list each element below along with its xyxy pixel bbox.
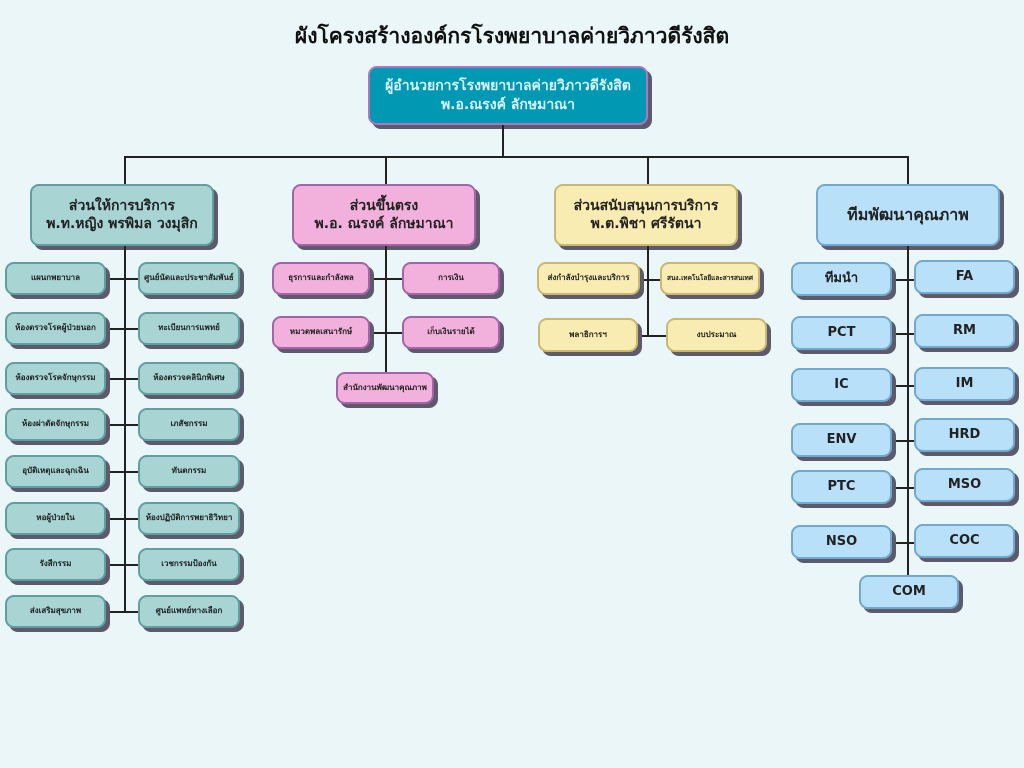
- quality-team-box: PTC: [791, 470, 892, 504]
- connector-line: [647, 246, 649, 336]
- connector-line: [385, 246, 387, 372]
- quality-team-box: NSO: [791, 525, 892, 559]
- quality-team-box: ทีมนำ: [791, 262, 892, 296]
- section-title: ส่วนสนับสนุนการบริการ: [573, 197, 719, 214]
- section-head-name: พ.ต.พิชา ศรีรัตนา: [590, 216, 702, 232]
- section-title: ทีมพัฒนาคุณภาพ: [847, 204, 969, 224]
- section-head-name: พ.ท.หญิง พรพิมล วงมุสิก: [46, 216, 198, 232]
- quality-team-box: ENV: [791, 423, 892, 457]
- connector-line: [106, 378, 138, 380]
- connector-line: [892, 279, 914, 281]
- unit-box: ห้องตรวจโรคจักษุกรรม: [5, 362, 106, 395]
- unit-box: ทะเบียนการแพทย์: [138, 312, 240, 345]
- section-title: ส่วนขึ้นตรง: [349, 197, 419, 214]
- quality-team-box: FA: [914, 260, 1015, 294]
- unit-box: เวชกรรมป้องกัน: [138, 548, 240, 581]
- connector-line: [106, 424, 138, 426]
- quality-team-box: MSO: [914, 468, 1015, 502]
- unit-box: หอผู้ป่วยใน: [5, 502, 106, 535]
- quality-team-box: IM: [914, 367, 1015, 401]
- connector-line: [106, 611, 138, 613]
- section-header-2: ส่วนสนับสนุนการบริการพ.ต.พิชา ศรีรัตนา: [554, 184, 738, 246]
- unit-box: เก็บเงินรายได้: [402, 316, 500, 349]
- unit-box: ธุรการและกำลังพล: [272, 262, 370, 295]
- unit-box: แผนกพยาบาล: [5, 262, 106, 295]
- connector-line: [907, 156, 909, 184]
- quality-team-box: COC: [914, 524, 1015, 558]
- quality-team-box: RM: [914, 314, 1015, 348]
- connector-line: [892, 487, 914, 489]
- unit-box: การเงิน: [402, 262, 500, 295]
- unit-box: ทันตกรรม: [138, 455, 240, 488]
- unit-box: ส่งกำลังบำรุงและบริการ: [537, 262, 640, 295]
- connector-line: [106, 518, 138, 520]
- quality-team-box: PCT: [791, 316, 892, 350]
- section-header-0: ส่วนให้การบริการพ.ท.หญิง พรพิมล วงมุสิก: [30, 184, 214, 246]
- unit-box: ห้องผ่าตัดจักษุกรรม: [5, 408, 106, 441]
- unit-box: อุบัติเหตุและฉุกเฉิน: [5, 455, 106, 488]
- connector-line: [502, 125, 504, 156]
- unit-box: รังสีกรรม: [5, 548, 106, 581]
- unit-box: สนง.เทคโนโลยีและสารสนเทศ: [660, 262, 760, 295]
- connector-line: [385, 156, 387, 184]
- connector-line: [124, 156, 908, 158]
- unit-box: ศูนย์นัดและประชาสัมพันธ์: [138, 262, 240, 295]
- unit-box: ส่งเสริมสุขภาพ: [5, 595, 106, 628]
- connector-line: [124, 246, 126, 611]
- unit-box: สำนักงานพัฒนาคุณภาพ: [336, 372, 434, 404]
- unit-box: ห้องตรวจโรคผู้ป่วยนอก: [5, 312, 106, 345]
- connector-line: [106, 564, 138, 566]
- connector-line: [892, 385, 914, 387]
- connector-line: [370, 278, 402, 280]
- unit-box: ห้องปฏิบัติการพยาธิวิทยา: [138, 502, 240, 535]
- director-name: พ.อ.ณรงค์ ลักษมาณา: [440, 96, 576, 113]
- connector-line: [124, 156, 126, 184]
- unit-box: งบประมาณ: [666, 318, 767, 352]
- director-box: ผู้อำนวยการโรงพยาบาลค่ายวิภาวดีรังสิต พ.…: [368, 66, 648, 125]
- connector-line: [647, 156, 649, 184]
- connector-line: [892, 333, 914, 335]
- section-header-1: ส่วนขึ้นตรงพ.อ. ณรงค์ ลักษมาณา: [292, 184, 476, 246]
- connector-line: [106, 278, 138, 280]
- unit-box: หมวดพลเสนารักษ์: [272, 316, 370, 349]
- unit-box: พลาธิการฯ: [538, 318, 638, 352]
- director-title: ผู้อำนวยการโรงพยาบาลค่ายวิภาวดีรังสิต: [385, 78, 631, 95]
- quality-team-box: HRD: [914, 418, 1015, 452]
- section-head-name: พ.อ. ณรงค์ ลักษมาณา: [314, 216, 454, 232]
- section-title: ส่วนให้การบริการ: [68, 197, 176, 214]
- connector-line: [892, 542, 914, 544]
- quality-team-box: IC: [791, 368, 892, 402]
- unit-box: เภสัชกรรม: [138, 408, 240, 441]
- quality-team-box: COM: [859, 575, 959, 609]
- connector-line: [106, 328, 138, 330]
- connector-line: [907, 246, 909, 576]
- connector-line: [640, 279, 660, 281]
- connector-line: [370, 332, 402, 334]
- section-header-3: ทีมพัฒนาคุณภาพ: [816, 184, 1000, 246]
- chart-title: ผังโครงสร้างองค์กรโรงพยาบาลค่ายวิภาวดีรั…: [294, 24, 730, 48]
- unit-box: ห้องตรวจคลินิกพิเศษ: [138, 362, 240, 395]
- connector-line: [638, 335, 666, 337]
- connector-line: [892, 440, 914, 442]
- connector-line: [106, 471, 138, 473]
- unit-box: ศูนย์แพทย์ทางเลือก: [138, 595, 240, 628]
